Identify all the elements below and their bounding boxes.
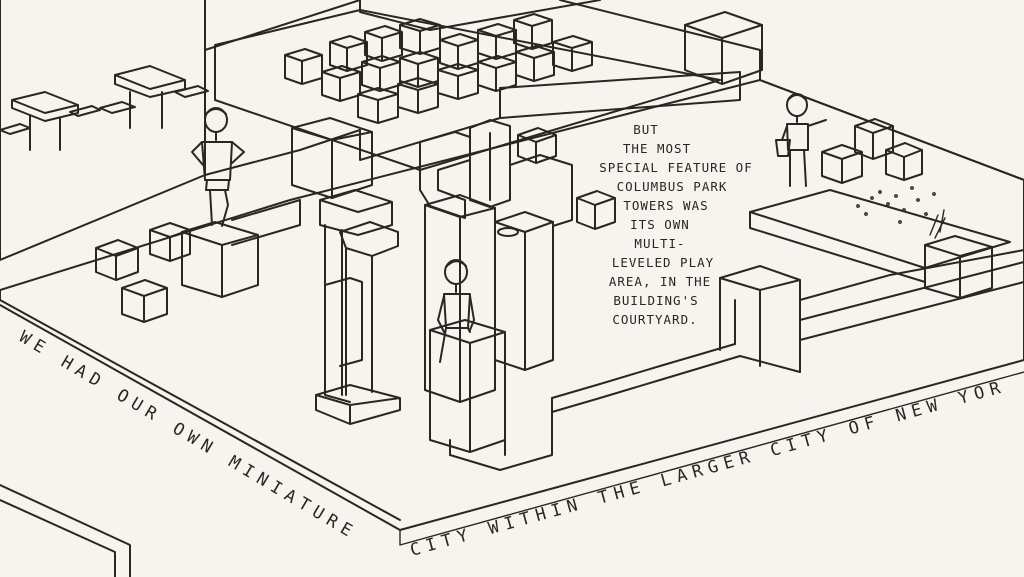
picnic-tables [0,65,209,151]
child-sitting-on-block [437,259,475,363]
caption-line-3: SPECIAL FEATURE OF [599,160,752,175]
left-pedestal [181,221,259,298]
lower-left-building [0,484,131,577]
caption-line-11: COURTYARD. [612,312,697,327]
caption-line-5: TOWERS WAS [623,198,708,213]
caption-line-8: LEVELED PLAY [612,255,714,270]
sandbox-platform [749,189,1011,299]
caption-line-9: AREA, IN THE [609,274,711,289]
caption-line-2: THE MOST [623,141,691,156]
floor-blocks [95,127,616,323]
right-boxes [821,118,923,184]
child-with-bucket [775,93,827,187]
caption-line-1: BUT [633,122,659,137]
caption-line-6: ITS OWN [630,217,690,232]
background-buildings [0,0,761,261]
sand-splash [856,186,946,239]
caption-line-7: MULTI- [634,236,685,251]
long-wall [449,249,1024,471]
courtyard-floor [0,79,1024,546]
caption-line-10: BUILDING'S [613,293,698,308]
caption-line-4: COLUMBUS PARK [617,179,728,194]
headline: WE HAD OUR OWN MINIATURE CITY WITHIN THE… [0,0,1002,561]
central-sculpture [291,117,401,425]
headline-part-2: CITY WITHIN THE LARGER CITY OF NEW YORK. [0,0,1002,561]
caption-block: BUT THE MOST SPECIAL FEATURE OF COLUMBUS… [599,122,752,327]
center-pedestal [429,319,506,453]
cube-cluster-top [284,13,593,124]
tube-sculpture [419,119,573,403]
headline-part-1: WE HAD OUR OWN MINIATURE [15,327,360,544]
child-standing-on-block [191,107,245,227]
far-right-block [684,11,763,85]
